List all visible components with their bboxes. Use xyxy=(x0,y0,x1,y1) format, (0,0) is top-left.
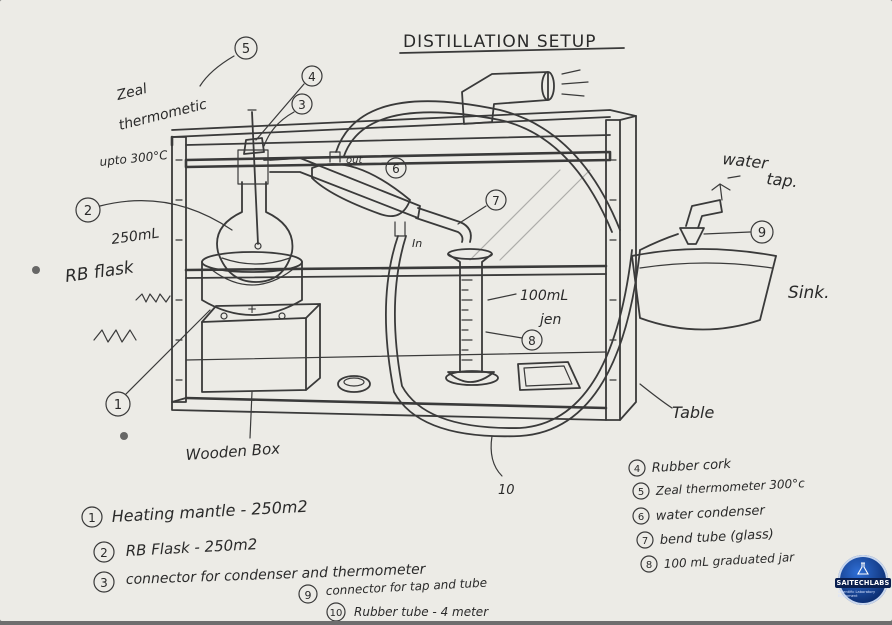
label-circle-9 xyxy=(750,220,774,244)
water-tap-label-line1: water xyxy=(722,149,771,173)
rubber-tubes xyxy=(335,100,679,438)
graduated-cylinder xyxy=(445,248,499,386)
thermometer-label-line1: Zeal xyxy=(114,81,149,104)
pointer-4 xyxy=(255,83,305,141)
label-9: 9 xyxy=(758,226,766,241)
legend-left-num-2: 2 xyxy=(100,546,108,560)
title-underline xyxy=(399,47,625,54)
label-circle-7 xyxy=(485,189,507,211)
condenser-out-label: out xyxy=(346,155,363,166)
table-label: Table xyxy=(672,403,715,422)
smudge-mark xyxy=(120,432,128,440)
pointer-10 xyxy=(490,435,503,477)
legend-right-item-7: bend tube (glass) xyxy=(659,527,774,548)
water-tap xyxy=(679,175,741,245)
label-4: 4 xyxy=(308,70,316,84)
label-circle-4 xyxy=(301,65,323,87)
thermometer-label-line3: upto 300°C xyxy=(99,148,169,169)
label-circle-1 xyxy=(105,391,131,417)
flask-label-line1: 250mL xyxy=(110,225,160,248)
logo-tagline: Scientific Laboratory Equipment xyxy=(838,590,876,598)
condenser-in-label: In xyxy=(412,237,422,250)
legend-left-item-1: Heating mantle - 250m2 xyxy=(111,497,308,526)
brand-logo: SAITECHLABS Scientific Laboratory Equipm… xyxy=(834,555,892,605)
label-circle-5 xyxy=(234,36,258,60)
label-circle-8 xyxy=(521,329,543,351)
jar-label-line2: jen xyxy=(538,312,561,328)
label-circle-2 xyxy=(75,197,101,223)
pointer-wooden-box xyxy=(249,391,253,439)
legend-left-item-10: Rubber tube - 4 meter xyxy=(354,605,489,619)
heat-zigzag-2 xyxy=(93,329,137,343)
sink-label: Sink. xyxy=(788,283,830,303)
label-10: 10 xyxy=(498,483,515,498)
flask-label-line2: RB flask xyxy=(64,257,136,287)
pointer-5 xyxy=(199,55,235,87)
label-2: 2 xyxy=(84,204,92,219)
label-circle-6 xyxy=(385,157,407,179)
label-circle-3 xyxy=(291,93,313,115)
heat-zigzag-1 xyxy=(135,293,171,303)
legend-left: 1 Heating mantle - 250m2 2 RB Flask - 25… xyxy=(81,497,489,622)
heating-mantle: + xyxy=(201,251,303,320)
pointer-2 xyxy=(99,200,233,231)
diagram-title: DISTILLATION SETUP xyxy=(403,32,596,52)
legend-right-item-4: Rubber cork xyxy=(651,457,731,476)
legend-right-num-4: 4 xyxy=(634,464,640,475)
water-condenser xyxy=(269,151,472,243)
smudge-mark xyxy=(32,266,40,274)
legend-right-item-5: Zeal thermometer 300°c xyxy=(654,476,805,498)
water-tap-label-line2: tap. xyxy=(766,169,799,191)
label-8: 8 xyxy=(528,334,536,348)
legend-right-num-7: 7 xyxy=(642,536,648,547)
legend-left-item-2: RB Flask - 250m2 xyxy=(125,535,257,560)
legend-left-num-9: 9 xyxy=(305,589,312,602)
pointer-7 xyxy=(457,205,487,225)
exhaust-duct xyxy=(461,69,589,125)
wooden-box-label: Wooden Box xyxy=(185,439,281,464)
legend-right-num-8: 8 xyxy=(646,560,652,571)
pointer-3 xyxy=(263,111,295,147)
mantle-plus-mark: + xyxy=(247,302,257,316)
jar-label-line1: 100mL xyxy=(520,288,568,304)
pointer-1 xyxy=(125,309,211,395)
legend-right-item-8: 100 mL graduated jar xyxy=(663,550,795,571)
connector-and-cork xyxy=(243,137,301,161)
thermometer xyxy=(247,109,262,250)
logo-name: SAITECHLABS xyxy=(834,578,892,588)
legend-right: 4 Rubber cork 5 Zeal thermometer 300°c 6… xyxy=(628,457,806,573)
flask-icon xyxy=(857,562,869,575)
tray-and-dish xyxy=(337,361,581,393)
pointer-jar xyxy=(487,293,517,301)
legend-left-num-1: 1 xyxy=(88,511,96,525)
table-frame xyxy=(170,109,637,421)
pointer-9 xyxy=(703,231,751,235)
sink xyxy=(631,248,777,331)
label-3: 3 xyxy=(298,98,306,112)
legend-right-num-6: 6 xyxy=(638,512,644,523)
label-1: 1 xyxy=(114,398,122,413)
legend-left-num-3: 3 xyxy=(100,576,108,590)
pointer-8 xyxy=(485,331,523,339)
label-5: 5 xyxy=(242,42,250,57)
legend-right-num-5: 5 xyxy=(638,487,644,498)
pointer-table xyxy=(639,383,673,409)
label-7: 7 xyxy=(492,194,500,208)
label-6: 6 xyxy=(392,162,400,176)
wooden-box xyxy=(201,303,321,393)
legend-right-item-6: water condenser xyxy=(655,503,766,524)
legend-left-num-10: 10 xyxy=(330,608,343,619)
